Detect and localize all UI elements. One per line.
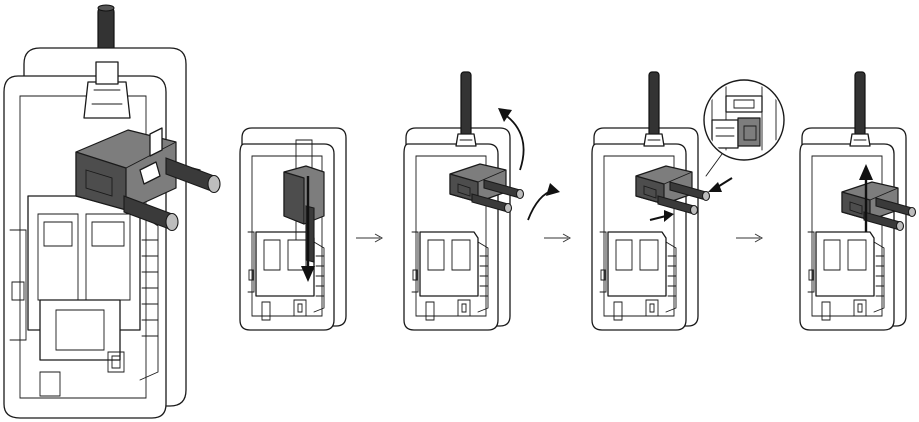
connector-bracket xyxy=(75,127,221,232)
assembled-device xyxy=(3,4,221,419)
detail-zoom-circle xyxy=(703,79,785,177)
arrow-down-icon xyxy=(301,176,315,282)
flow-arrow-1 xyxy=(356,233,384,243)
pin-upper xyxy=(165,157,221,194)
step-4-lift-up xyxy=(799,71,917,331)
pin-lower xyxy=(123,195,179,232)
flow-arrow-2 xyxy=(544,233,572,243)
rotate-arrow-icon xyxy=(498,108,560,221)
step-1-slide-down xyxy=(239,127,347,331)
arrow-up-icon xyxy=(859,164,873,232)
step-3-press-in xyxy=(591,71,733,331)
arrow-press-icon xyxy=(649,177,733,222)
step-2-rotate-out xyxy=(403,71,560,331)
flow-arrow-3 xyxy=(736,233,764,243)
